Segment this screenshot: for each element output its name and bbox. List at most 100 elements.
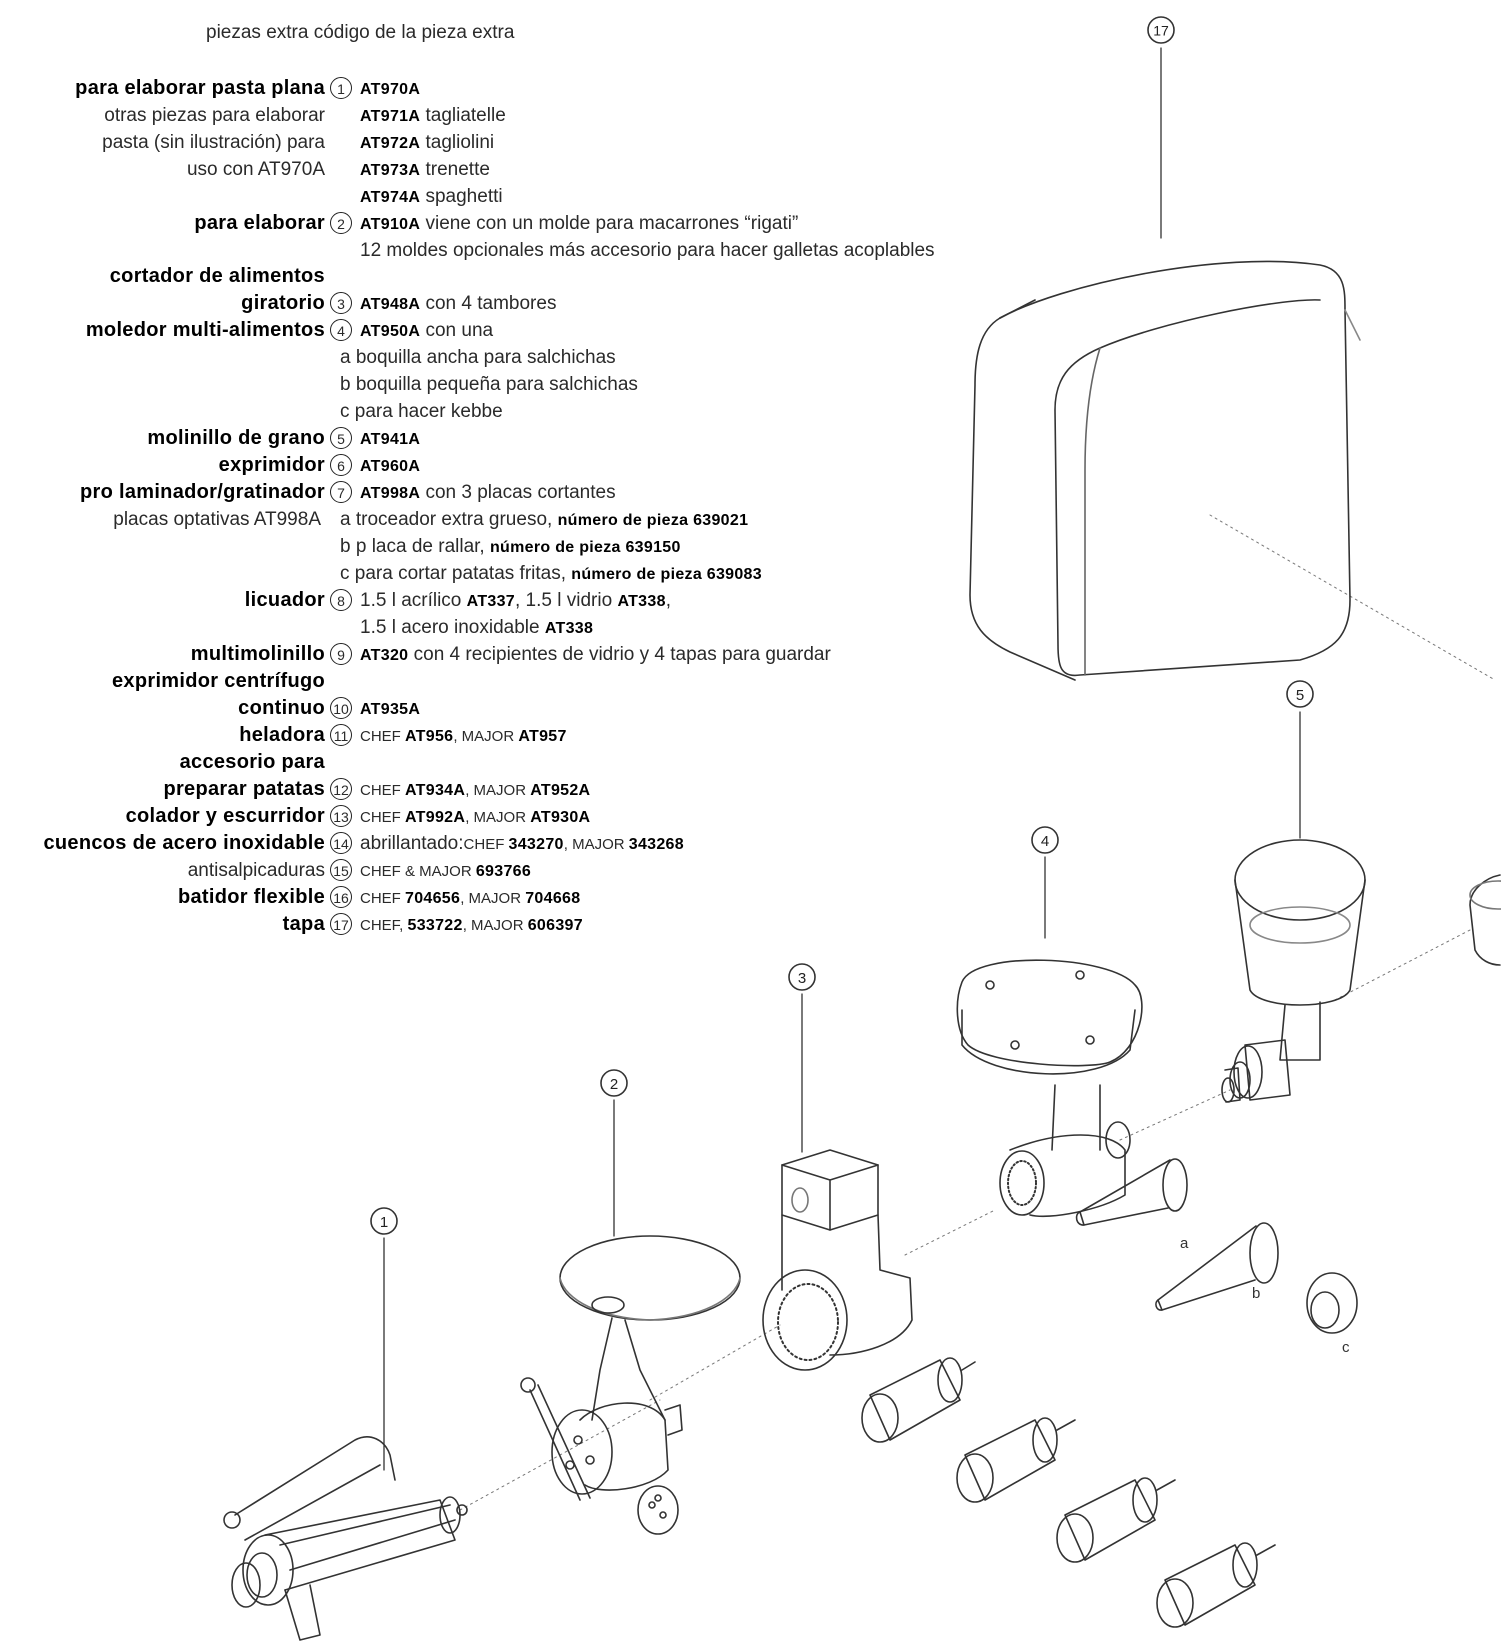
text: CHEF — [360, 809, 405, 826]
text: tagliatelle — [420, 105, 506, 126]
label-batidor: batidor flexible — [177, 886, 325, 908]
value-r5: AT941A — [360, 425, 420, 453]
slicer-drum-2-drawing — [956, 1417, 1076, 1503]
number-2: 2 — [330, 212, 352, 234]
code: AT998A — [360, 485, 421, 502]
sausage-nozzle-a-drawing — [1075, 1158, 1188, 1226]
text: , MAJOR — [465, 809, 531, 826]
kebbe-attachment-c-drawing — [1306, 1272, 1358, 1334]
callout-4-text: 4 — [1041, 833, 1049, 850]
code: AT935A — [360, 701, 421, 718]
value-r1a: AT971A tagliatelle — [360, 102, 506, 130]
label-moledor: moledor multi-alimentos — [85, 319, 325, 341]
rotary-slicer-drawing — [762, 1149, 913, 1371]
number-13: 13 — [330, 805, 352, 827]
text: a troceador extra grueso, — [340, 509, 558, 530]
text: , MAJOR — [563, 836, 629, 853]
code: 704656 — [405, 890, 461, 907]
slicer-drum-4-drawing — [1156, 1542, 1276, 1628]
number-5: 5 — [330, 427, 352, 449]
number-10: 10 — [330, 697, 352, 719]
number-4: 4 — [330, 319, 352, 341]
value-r7b: b p laca de rallar, número de pieza 6391… — [340, 533, 681, 561]
value-r2: AT910A viene con un molde para macarrone… — [360, 210, 798, 238]
label-placas-optativas: placas optativas AT998A — [113, 509, 321, 530]
code: AT952A — [530, 782, 591, 799]
number-12: 12 — [330, 778, 352, 800]
value-r13: CHEF AT992A, MAJOR AT930A — [360, 803, 590, 831]
code: AT337 — [466, 593, 515, 610]
text: , MAJOR — [465, 782, 531, 799]
text: viene con un molde para macarrones “riga… — [420, 213, 799, 234]
callout-5-text: 5 — [1296, 687, 1304, 704]
label-licuador: licuador — [244, 589, 325, 611]
code: AT910A — [360, 216, 421, 233]
value-r4c: c para hacer kebbe — [340, 401, 503, 422]
value-r3: AT948A con 4 tambores — [360, 290, 556, 318]
number-11: 11 — [330, 724, 352, 746]
code: AT971A — [360, 108, 421, 125]
text: , MAJOR — [460, 890, 526, 907]
value-r6: AT960A — [360, 452, 420, 480]
value-r1b: AT972A tagliolini — [360, 129, 494, 157]
code: AT992A — [405, 809, 466, 826]
text: b p laca de rallar, — [340, 536, 490, 557]
number-16: 16 — [330, 886, 352, 908]
value-r17: CHEF, 533722, MAJOR 606397 — [360, 911, 583, 939]
cover-drawing — [969, 260, 1361, 681]
callout-2: 2 — [600, 1069, 628, 1097]
code: 606397 — [527, 917, 583, 934]
assembly-axis — [459, 514, 1496, 1511]
value-r1: AT970A — [360, 75, 420, 103]
callout-3-text: 3 — [798, 970, 806, 987]
value-r4a: a boquilla ancha para salchichas — [340, 347, 616, 368]
label-pasta-plana: para elaborar pasta plana — [75, 77, 325, 99]
pasta-maker-drawing — [520, 1235, 741, 1535]
value-r8: 1.5 l acrílico AT337, 1.5 l vidrio AT338… — [360, 587, 671, 615]
number-3: 3 — [330, 292, 352, 314]
label-molinillo-grano: molinillo de grano — [147, 427, 325, 449]
label-b: b — [1252, 1285, 1260, 1302]
value-r15: CHEF & MAJOR 693766 — [360, 857, 531, 885]
text: CHEF — [360, 728, 405, 745]
code: 533722 — [407, 917, 463, 934]
number-1: 1 — [330, 77, 352, 99]
label-heladora: heladora — [239, 724, 325, 746]
label-exprimidor-centrifugo: exprimidor centrífugo — [112, 670, 325, 692]
value-r9: AT320 con 4 recipientes de vidrio y 4 ta… — [360, 641, 831, 669]
callout-1: 1 — [370, 1207, 398, 1235]
code: AT941A — [360, 431, 421, 448]
slicer-drum-1-drawing — [861, 1357, 976, 1443]
text: abrillantado: — [360, 833, 464, 854]
code: AT956 — [405, 728, 454, 745]
code: AT934A — [405, 782, 466, 799]
label-uso-con: uso con AT970A — [186, 159, 325, 180]
code: AT948A — [360, 296, 421, 313]
text: spaghetti — [420, 186, 503, 207]
value-r4b: b boquilla pequeña para salchichas — [340, 374, 638, 395]
text: con 4 tambores — [420, 293, 557, 314]
value-r10: AT935A — [360, 695, 420, 723]
code: 343270 — [508, 836, 564, 853]
value-r11: CHEF AT956, MAJOR AT957 — [360, 722, 567, 750]
text: con una — [420, 320, 494, 341]
value-r12: CHEF AT934A, MAJOR AT952A — [360, 776, 590, 804]
number-14: 14 — [330, 832, 352, 854]
text: con 3 placas cortantes — [420, 482, 616, 503]
text: trenette — [420, 159, 490, 180]
label-laminador: pro laminador/gratinador — [79, 481, 325, 503]
value-r7c: c para cortar patatas fritas, número de … — [340, 560, 762, 588]
label-antisalpicaduras: antisalpicaduras — [187, 860, 325, 881]
code: número de pieza 639150 — [489, 539, 681, 556]
text: CHEF — [360, 782, 405, 799]
number-6: 6 — [330, 454, 352, 476]
pasta-roller-drawing — [223, 1436, 468, 1641]
text: , MAJOR — [462, 917, 528, 934]
value-r8a: 1.5 l acero inoxidable AT338 — [360, 614, 593, 642]
text: CHEF, — [360, 917, 408, 934]
number-15: 15 — [330, 859, 352, 881]
label-preparar-patatas: preparar patatas — [163, 778, 325, 800]
code: AT957 — [518, 728, 567, 745]
value-r7a: a troceador extra grueso, número de piez… — [340, 506, 748, 534]
